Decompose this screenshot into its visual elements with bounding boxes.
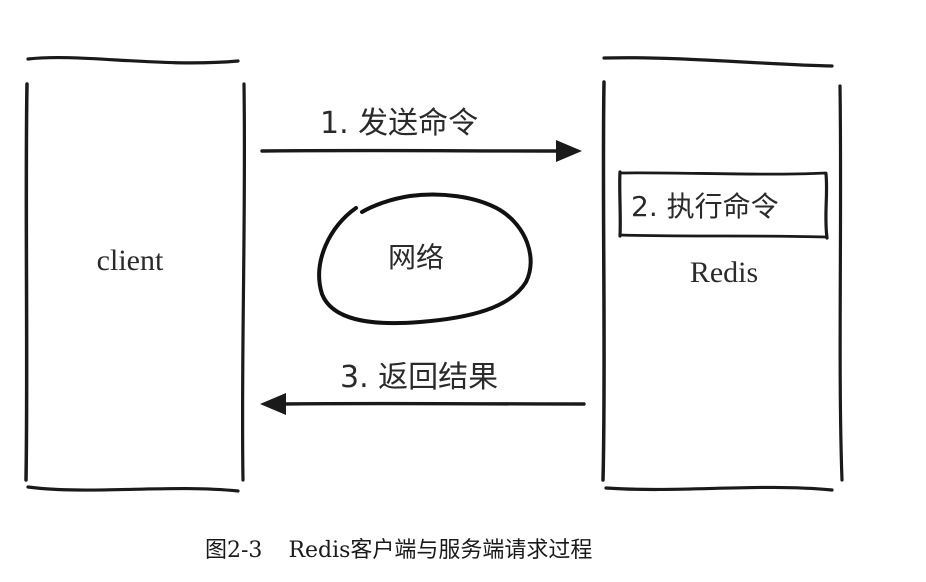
redis-box (601, 56, 844, 492)
execute-command-label: 2. 执行命令 (631, 190, 779, 223)
client-box (24, 55, 247, 493)
execute-command-frame (618, 170, 829, 240)
figure-caption: 图2-3 Redis客户端与服务端请求过程 (205, 532, 592, 564)
client-label: client (96, 244, 164, 277)
redis-label: Redis (689, 256, 759, 289)
figure-caption-text: Redis客户端与服务端请求过程 (288, 538, 593, 563)
figure-number: 图2-3 (205, 538, 263, 563)
network-loop (317, 192, 533, 326)
return-result-label: 3. 返回结果 (340, 360, 499, 395)
return-arrow (260, 393, 586, 415)
network-label: 网络 (388, 241, 445, 274)
send-arrow (260, 140, 582, 162)
send-command-label: 1. 发送命令 (320, 106, 479, 141)
